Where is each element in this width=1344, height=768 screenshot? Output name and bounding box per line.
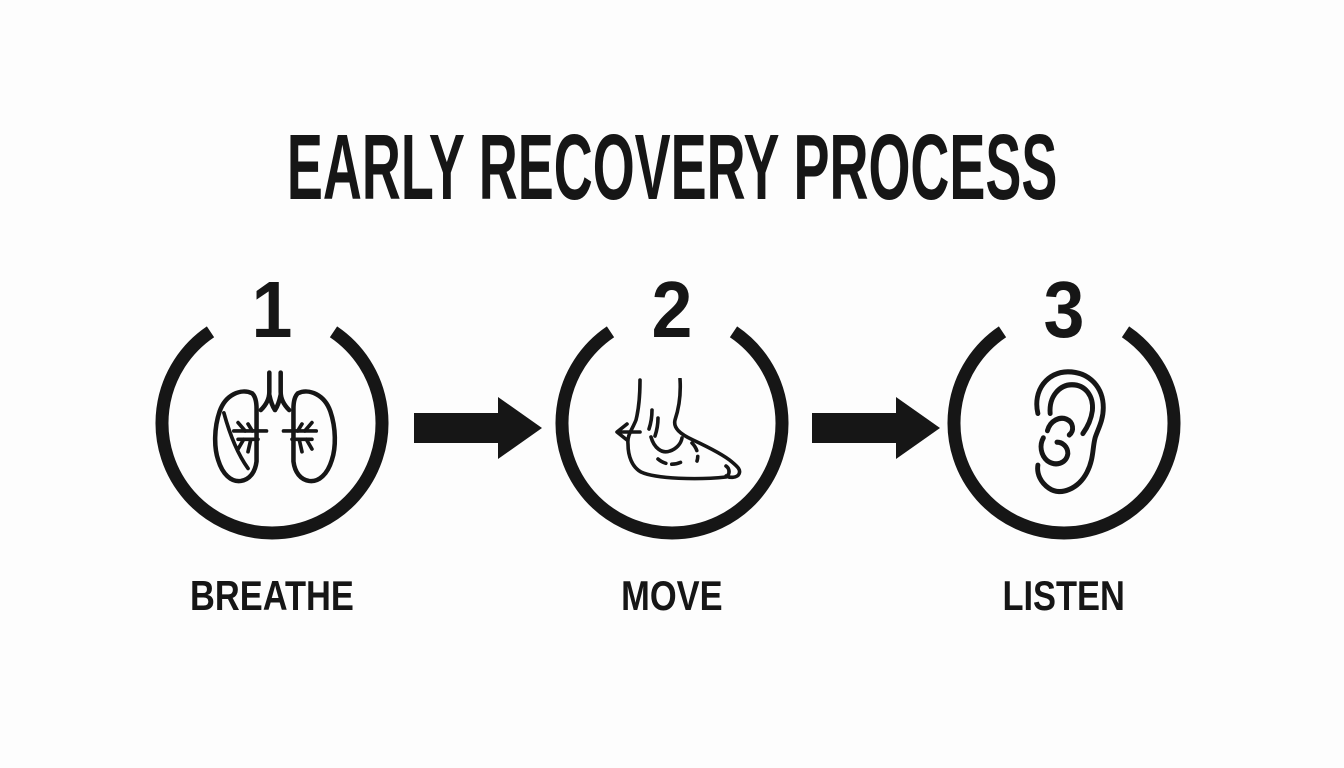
step-label: MOVE xyxy=(621,572,723,619)
step-2-circle: 2 xyxy=(552,270,792,543)
step-ring-icon xyxy=(947,326,1181,540)
step-label: BREATHE xyxy=(190,572,354,619)
step-2-move: 2 MOVE xyxy=(552,270,792,619)
step-number: 3 xyxy=(1043,265,1085,354)
lungs-icon xyxy=(212,370,338,484)
step-label: LISTEN xyxy=(1002,572,1126,619)
step-1-breathe: 1 xyxy=(152,270,392,619)
page-title-text: EARLY RECOVERY PROCESS xyxy=(286,115,1058,219)
step-1-circle: 1 xyxy=(152,270,392,543)
ear-icon xyxy=(1034,369,1106,495)
page-title: EARLY RECOVERY PROCESS xyxy=(0,121,1344,214)
step-3-circle: 3 xyxy=(944,270,1184,543)
step-number: 2 xyxy=(651,265,693,354)
step-ring-icon xyxy=(155,326,389,540)
step-ring-icon xyxy=(555,326,789,540)
step-number: 1 xyxy=(251,265,293,354)
arrow-right-icon xyxy=(414,397,542,459)
arrow-right-icon xyxy=(812,397,940,459)
foot-icon xyxy=(615,378,742,481)
step-3-listen: 3 LISTEN xyxy=(944,270,1184,619)
